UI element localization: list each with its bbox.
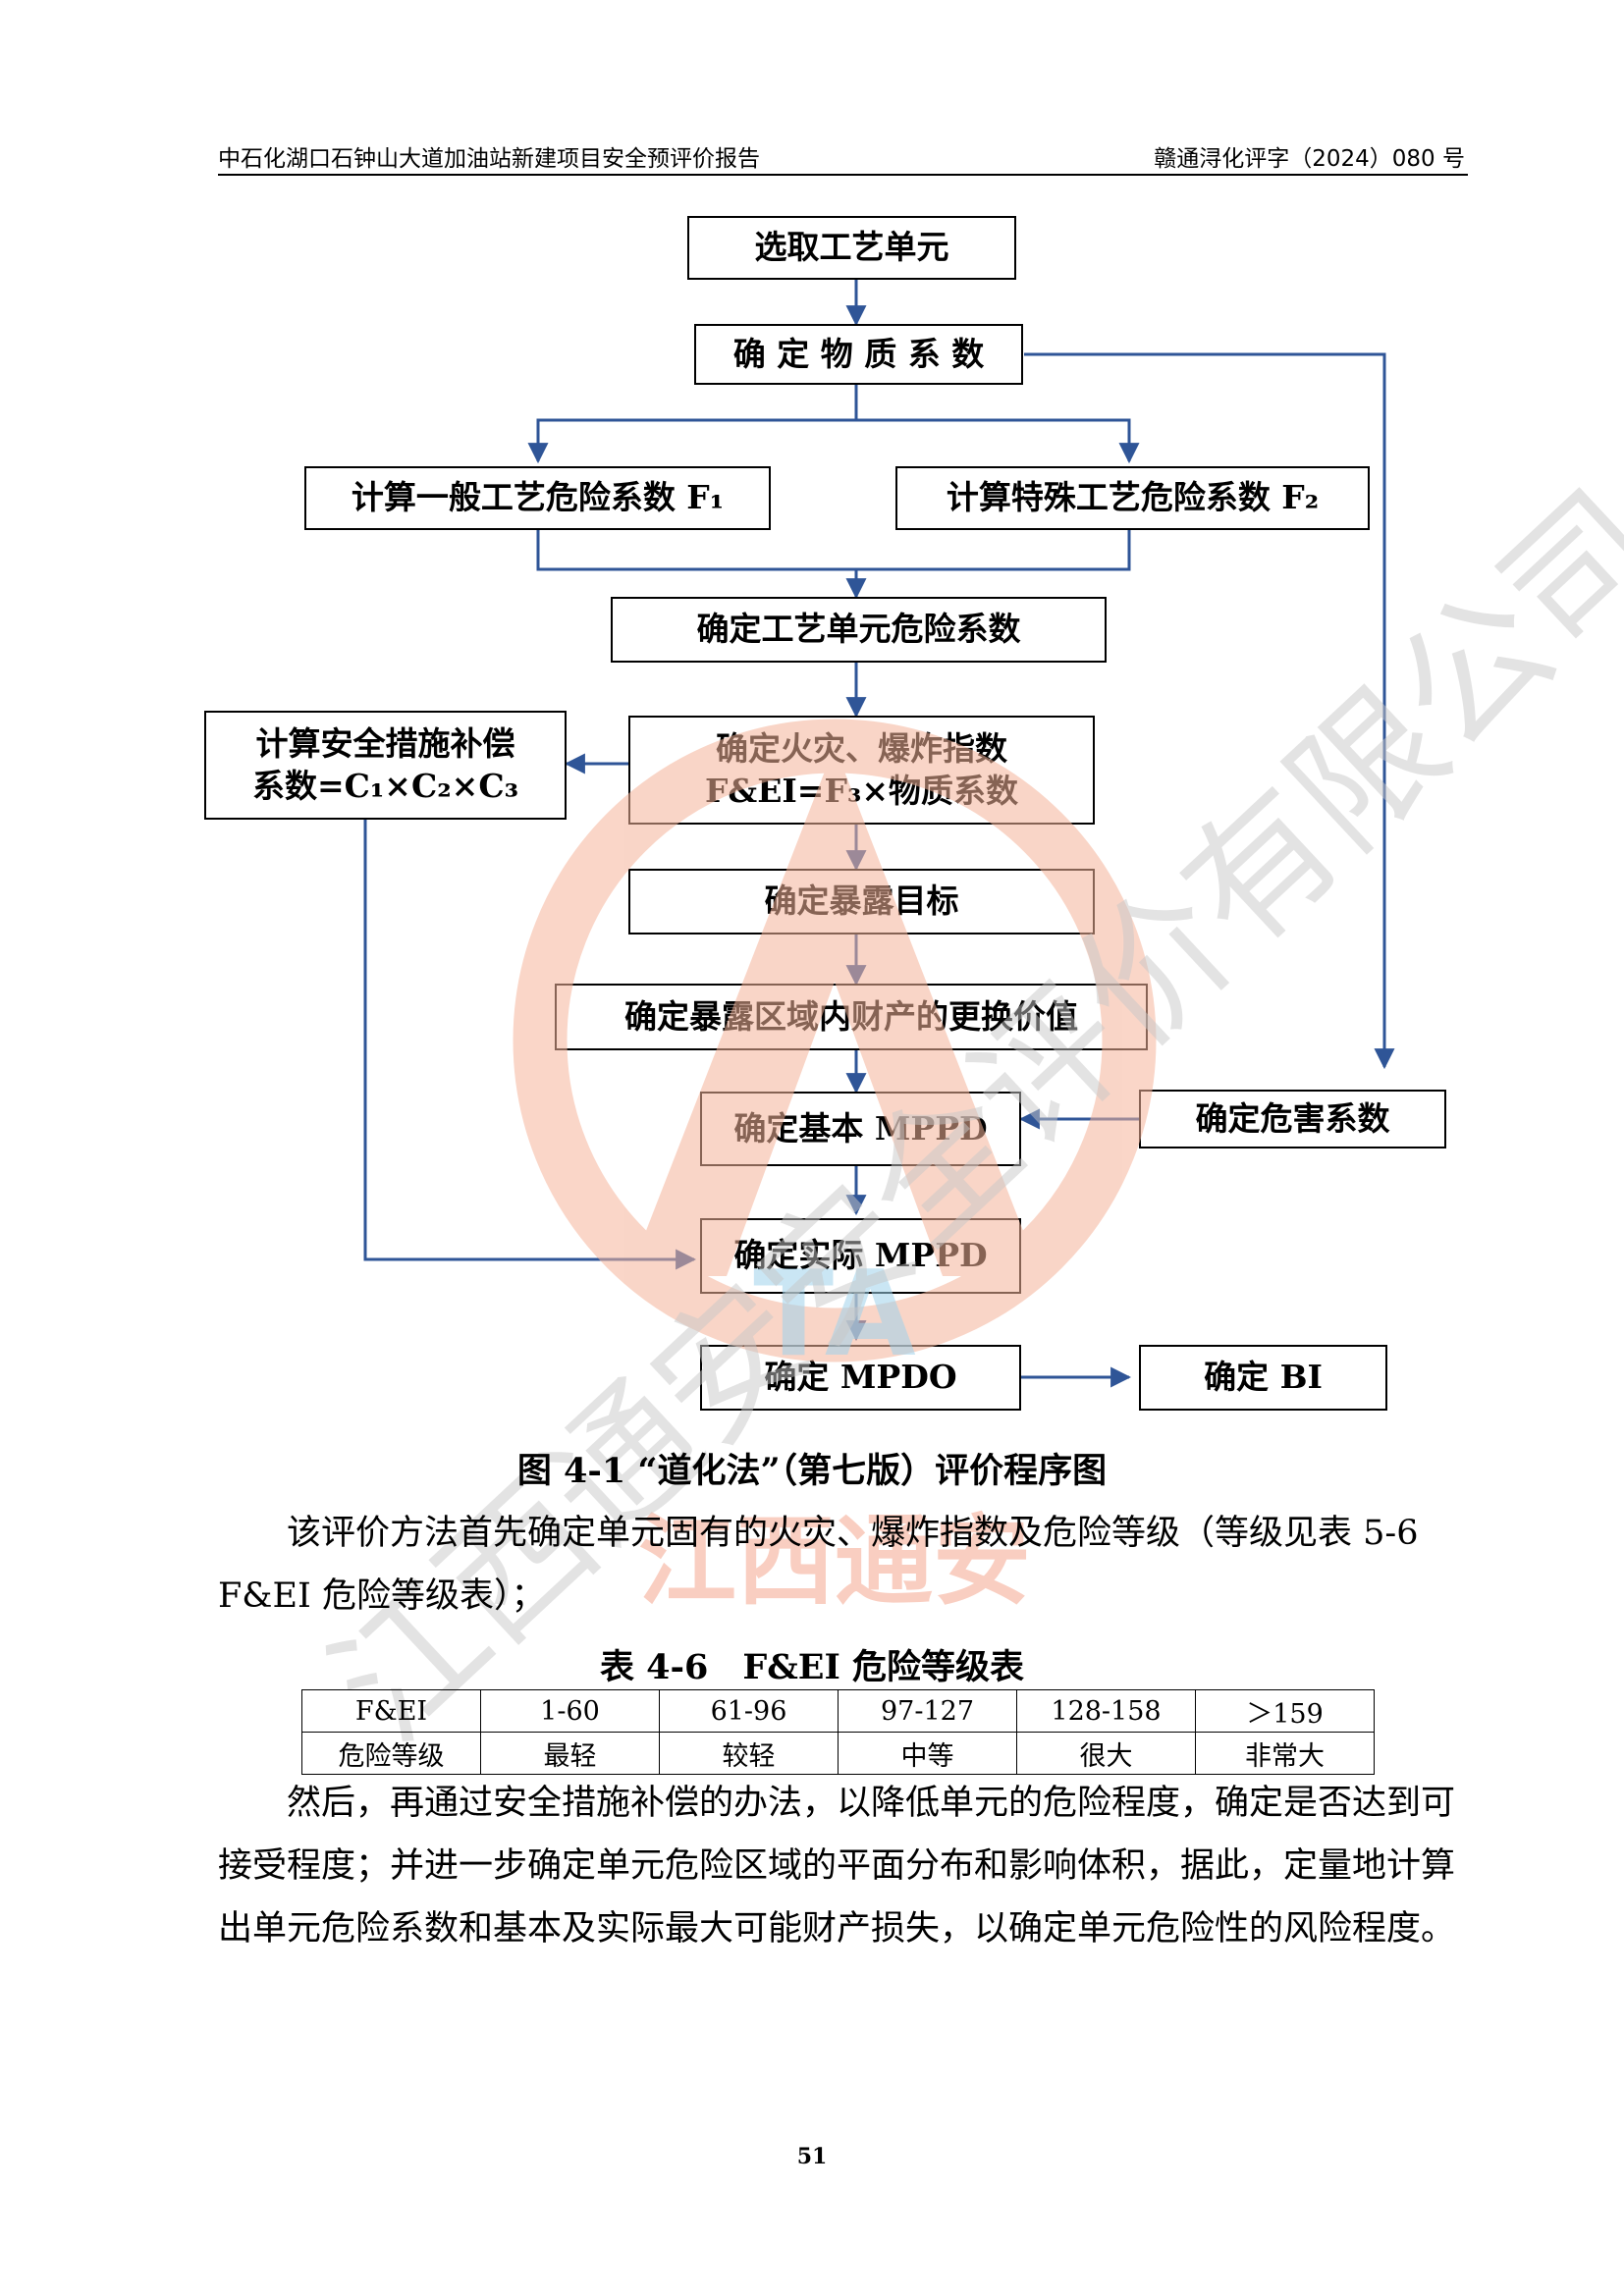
paragraph-method: 然后，再通过安全措施补偿的办法，以降低单元的危险程度，确定是否达到可接受程度；并… <box>218 1784 1456 1949</box>
connector-material-to-damage <box>1024 352 1395 1070</box>
header-rule <box>218 174 1468 176</box>
table-row: F&EI 1-60 61-96 97-127 128-158 ＞159 <box>301 1689 1375 1733</box>
node-base-mppd: 确定基本 MPPD <box>700 1092 1021 1166</box>
table-cell: 中等 <box>838 1732 1017 1775</box>
table-row: 危险等级 最轻 较轻 中等 很大 非常大 <box>301 1732 1375 1775</box>
table-cell: 61-96 <box>659 1689 839 1733</box>
node-replacement-value: 确定暴露区域内财产的更换价值 <box>555 984 1148 1050</box>
node-mpdo: 确定 MPDO <box>700 1345 1021 1411</box>
node-actual-mppd: 确定实际 MPPD <box>700 1218 1021 1294</box>
header-report-title: 中石化湖口石钟山大道加油站新建项目安全预评价报告 <box>218 146 760 172</box>
table-cell: 很大 <box>1016 1732 1196 1775</box>
connector-material-split <box>527 385 858 464</box>
node-damage-factor: 确定危害系数 <box>1139 1090 1446 1148</box>
node-general-process-factor: 计算一般工艺危险系数 F₁ <box>304 466 771 530</box>
paragraph-intro: 该评价方法首先确定单元固有的火灾、爆炸指数及危险等级（等级见表 5-6 F&EI… <box>218 1514 1419 1616</box>
fei-hazard-table: F&EI 1-60 61-96 97-127 128-158 ＞159 危险等级… <box>301 1689 1375 1775</box>
node-exposure: 确定暴露目标 <box>628 869 1095 934</box>
page-number: 51 <box>796 2144 828 2169</box>
table-cell: ＞159 <box>1195 1689 1375 1733</box>
table-cell: 最轻 <box>480 1732 660 1775</box>
node-unit-hazard-factor: 确定工艺单元危险系数 <box>611 597 1107 663</box>
node-select-unit: 选取工艺单元 <box>687 216 1016 280</box>
table-cell: 较轻 <box>659 1732 839 1775</box>
table-cell: 1-60 <box>480 1689 660 1733</box>
table-caption: 表 4-6 F&EI 危险等级表 <box>599 1647 1025 1687</box>
node-bi: 确定 BI <box>1139 1345 1387 1411</box>
connector-material-split-right <box>856 418 1140 464</box>
node-credit-factor: 计算安全措施补偿系数=C₁×C₂×C₃ <box>204 711 567 820</box>
node-special-process-factor: 计算特殊工艺危险系数 F₂ <box>895 466 1370 530</box>
table-cell: F&EI <box>301 1689 481 1733</box>
node-material-factor: 确 定 物 质 系 数 <box>694 324 1023 385</box>
table-cell: 危险等级 <box>301 1732 481 1775</box>
header-report-number: 赣通浔化评字（2024）080 号 <box>1154 146 1465 172</box>
table-cell: 97-127 <box>838 1689 1017 1733</box>
table-cell: 128-158 <box>1016 1689 1196 1733</box>
connector-factors-merge <box>536 530 1131 571</box>
figure-caption: 图 4-1 “道化法”（第七版）评价程序图 <box>516 1451 1108 1491</box>
table-cell: 非常大 <box>1195 1732 1375 1775</box>
